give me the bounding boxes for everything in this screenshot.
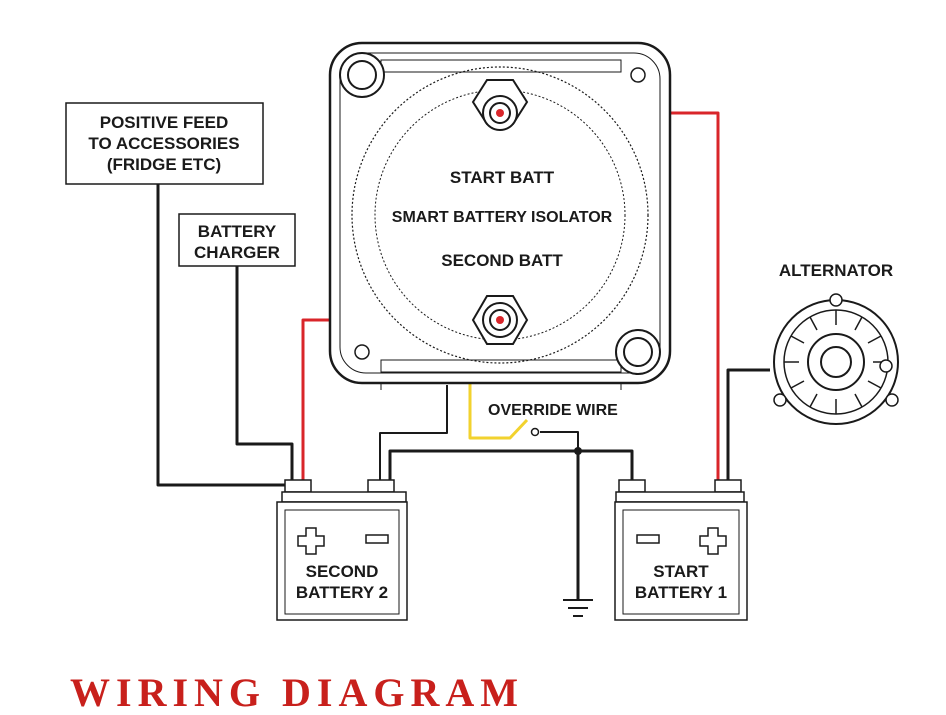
positive-feed-label-line1: POSITIVE FEED: [100, 113, 228, 132]
second-battery: SECOND BATTERY 2: [276, 479, 408, 621]
alternator-wire: [726, 368, 770, 480]
charger-wire: [235, 266, 294, 480]
override-contact: [530, 427, 540, 437]
negative-bus-wire: [388, 449, 634, 480]
positive-feed-label-line2: TO ACCESSORIES: [88, 134, 239, 153]
second-batt-label: SECOND BATT: [441, 251, 563, 270]
second-batt-terminal: [471, 295, 529, 345]
mount-bolt-top-left: [339, 52, 385, 98]
override-wire: [468, 378, 529, 440]
ground-symbol: [563, 599, 593, 617]
start-batt-label: START BATT: [450, 168, 555, 187]
start-battery-label-line2: BATTERY 1: [635, 583, 727, 602]
positive-feed-label-line3: (FRIDGE ETC): [107, 155, 221, 174]
start-batt-terminal: [471, 79, 529, 131]
override-contact-wire: [540, 431, 579, 451]
battery-charger-box: BATTERY CHARGER: [178, 213, 296, 267]
smart-battery-isolator: START BATT SMART BATTERY ISOLATOR SECOND…: [328, 41, 672, 390]
minus-icon: [365, 534, 389, 544]
plus-icon: [699, 527, 727, 555]
positive-feed-box: POSITIVE FEED TO ACCESSORIES (FRIDGE ETC…: [65, 102, 264, 185]
minus-icon: [636, 534, 660, 544]
override-wire-label: OVERRIDE WIRE: [488, 402, 618, 419]
second-battery-label-line2: BATTERY 2: [296, 583, 388, 602]
negative-junction: [574, 447, 582, 455]
isolator-ground-wire: [379, 385, 448, 480]
mount-bolt-bottom-right: [615, 329, 661, 375]
battery-charger-label-line2: CHARGER: [194, 243, 280, 262]
second-battery-label-line1: SECOND: [306, 562, 379, 581]
start-battery-label-line1: START: [653, 562, 709, 581]
isolator-name-label: SMART BATTERY ISOLATOR: [392, 209, 613, 226]
alternator-label: ALTERNATOR: [779, 261, 893, 280]
battery-charger-label-line1: BATTERY: [198, 222, 277, 241]
diagram-title: WIRING DIAGRAM: [70, 670, 524, 715]
start-battery: START BATTERY 1: [614, 479, 748, 621]
alternator: ALTERNATOR: [773, 261, 899, 425]
plus-icon: [297, 527, 325, 555]
